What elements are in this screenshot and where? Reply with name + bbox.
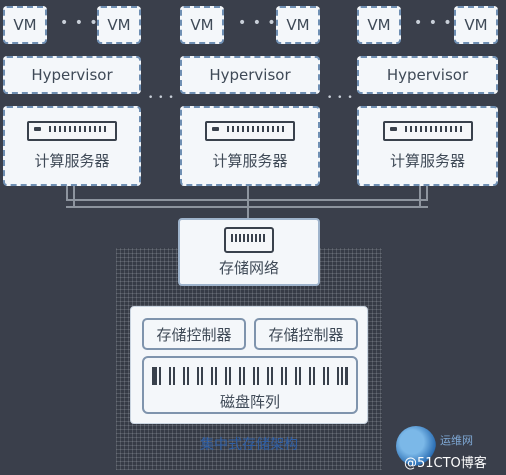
vm-box: VM bbox=[454, 6, 498, 44]
disk-array-box: 磁盘阵列 bbox=[142, 356, 358, 414]
wire-left-down bbox=[66, 186, 68, 200]
server-rack-icon bbox=[382, 121, 473, 141]
ellipsis: • • • bbox=[148, 93, 175, 103]
ellipsis: • • • bbox=[327, 93, 354, 103]
disk-array-icon bbox=[152, 367, 348, 385]
vm-box: VM bbox=[3, 6, 47, 44]
ellipsis: • • • bbox=[414, 15, 453, 31]
network-switch-icon bbox=[224, 226, 274, 253]
ellipsis: • • • bbox=[60, 15, 99, 31]
compute-server-box: 计算服务器 bbox=[180, 106, 320, 186]
storage-network-label: 存储网络 bbox=[218, 258, 279, 277]
hypervisor-label: Hypervisor bbox=[209, 66, 291, 84]
vm-box: VM bbox=[276, 6, 320, 44]
compute-server-label: 计算服务器 bbox=[212, 152, 288, 170]
compute-server-label: 计算服务器 bbox=[34, 152, 110, 170]
storage-area-caption: 集中式存储架构 bbox=[200, 437, 298, 453]
vm-label: VM bbox=[464, 16, 488, 34]
hypervisor-box: Hypervisor bbox=[3, 56, 141, 94]
wire-center-down bbox=[247, 186, 249, 218]
vm-label: VM bbox=[107, 16, 131, 34]
wire-right-down bbox=[426, 186, 428, 200]
vm-box: VM bbox=[180, 6, 224, 44]
compute-server-box: 计算服务器 bbox=[357, 106, 498, 186]
vm-label: VM bbox=[367, 16, 391, 34]
storage-controller-box: 存储控制器 bbox=[254, 318, 358, 350]
storage-controller-box: 存储控制器 bbox=[142, 318, 246, 350]
vm-label: VM bbox=[190, 16, 214, 34]
server-rack-icon bbox=[27, 121, 117, 141]
wire-horizontal-2 bbox=[66, 206, 428, 208]
compute-server-box: 计算服务器 bbox=[3, 106, 141, 186]
hypervisor-label: Hypervisor bbox=[31, 66, 113, 84]
vm-label: VM bbox=[286, 16, 310, 34]
wire-right-down-2 bbox=[419, 186, 421, 208]
vm-label: VM bbox=[13, 16, 37, 34]
compute-server-label: 计算服务器 bbox=[389, 152, 465, 170]
server-rack-icon bbox=[205, 121, 295, 141]
disk-array-label: 磁盘阵列 bbox=[219, 393, 280, 411]
storage-controller-label: 存储控制器 bbox=[268, 325, 344, 344]
watermark-top: 运维网 bbox=[440, 434, 473, 447]
watermark-logo bbox=[396, 426, 436, 466]
ellipsis: • • • bbox=[238, 15, 277, 31]
wire-horizontal bbox=[66, 199, 428, 201]
watermark-text: @51CTO博客 bbox=[404, 456, 487, 471]
wire-left-down-2 bbox=[73, 186, 75, 208]
vm-box: VM bbox=[97, 6, 141, 44]
vm-box: VM bbox=[357, 6, 401, 44]
hypervisor-label: Hypervisor bbox=[386, 66, 469, 84]
storage-network-box: 存储网络 bbox=[178, 218, 320, 286]
storage-controller-label: 存储控制器 bbox=[156, 325, 232, 344]
hypervisor-box: Hypervisor bbox=[180, 56, 320, 94]
hypervisor-box: Hypervisor bbox=[357, 56, 498, 94]
